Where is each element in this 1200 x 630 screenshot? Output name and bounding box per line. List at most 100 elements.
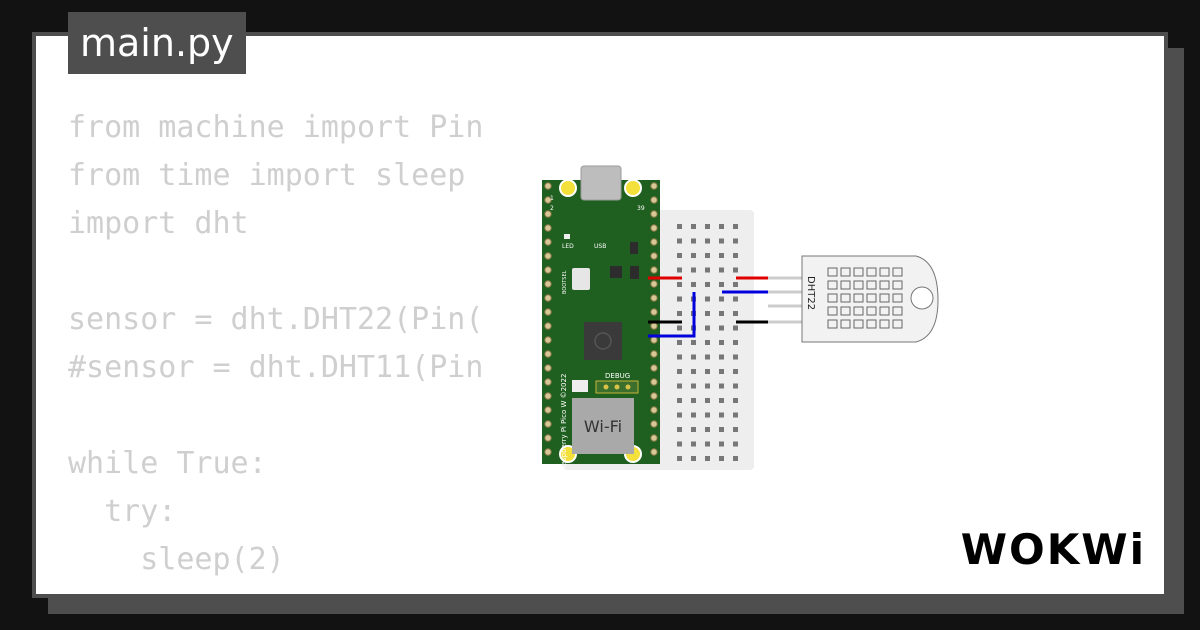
breadboard-hole [719,427,724,432]
pico-pin [544,210,552,218]
grille-slot [827,319,838,329]
breadboard-hole [733,354,738,360]
pico-pin [544,238,552,246]
grille-slot [866,267,877,277]
code-line [68,392,483,440]
breadboard-hole [677,383,682,389]
pico-pin [544,252,552,260]
grille-slot [840,267,851,277]
grille-slot [892,293,903,303]
debug-label: DEBUG [605,372,630,380]
breadboard-hole [733,325,738,331]
breadboard-hole [705,412,710,418]
wifi-module [572,398,634,454]
pico-pin [544,406,552,414]
breadboard-hole [719,311,724,316]
pico-pin [544,336,552,344]
breadboard-hole [733,340,738,345]
sensor-grille [827,267,903,329]
mount-hole [559,179,577,197]
breadboard-hole [733,398,738,403]
breadboard-hole [705,340,710,345]
led [564,234,570,239]
breadboard-hole [691,267,696,273]
breadboard-hole [719,224,724,229]
breadboard-hole [677,441,682,447]
bootsel-button[interactable] [572,268,590,290]
breadboard-hole [705,441,710,447]
smd-component [610,266,622,278]
breadboard-hole [677,267,682,273]
breadboard-hole [719,282,724,287]
code-line: import dht [68,206,249,241]
breadboard-hole [705,253,710,258]
debug-pin [614,384,620,390]
breadboard-hole [719,354,724,360]
breadboard-hole [677,296,682,302]
breadboard-hole [733,311,738,316]
usb-label: USB [594,243,606,250]
breadboard-hole [733,282,738,287]
breadboard-hole [719,238,724,244]
breadboard-hole [677,282,682,287]
pico-pin [650,252,658,260]
breadboard-hole [733,369,738,374]
breadboard-hole [677,340,682,345]
pico-pin [650,210,658,218]
pico-pin [544,308,552,316]
pico-pin [650,378,658,386]
breadboard-hole [719,325,724,331]
breadboard-hole [719,340,724,345]
pin-1-label: 1 [550,195,554,202]
code-line: while True: [68,446,267,481]
code-line: sleep(2) [68,542,285,577]
pico-pin [544,434,552,442]
breadboard-hole [719,383,724,389]
breadboard-hole [691,412,696,418]
pico-pin [544,266,552,274]
breadboard-hole [677,456,682,461]
grille-slot [879,293,890,303]
debug-pin [603,384,609,390]
wifi-label: Wi-Fi [584,417,622,436]
grille-slot [866,319,877,329]
breadboard-hole [691,398,696,403]
breadboard-hole [733,383,738,389]
breadboard-hole [691,456,696,461]
breadboard-hole [677,253,682,258]
breadboard-hole [677,311,682,316]
pico-pin [650,420,658,428]
wokwi-logo: WOKWi [960,525,1146,574]
grille-slot [840,293,851,303]
pico-pin [544,182,552,190]
grille-slot [866,280,877,290]
rp2040-chip [584,322,622,360]
sensor-label: DHT22 [805,276,816,310]
breadboard-hole [691,427,696,432]
grille-slot [827,267,838,277]
breadboard-hole [733,267,738,273]
smd-component [630,266,639,279]
pico-pin [650,224,658,232]
breadboard-hole [677,369,682,374]
breadboard-hole [705,383,710,389]
pico-pin [544,392,552,400]
breadboard-hole [719,412,724,418]
grille-slot [879,267,890,277]
grille-slot [853,319,864,329]
pico-pin [544,420,552,428]
grille-slot [840,306,851,316]
breadboard-hole [719,267,724,273]
pico-pin [650,448,658,456]
pico-pin [650,322,658,330]
wire-data[interactable] [648,292,696,338]
breadboard-hole [677,398,682,403]
file-tab[interactable]: main.py [68,12,246,74]
breadboard-hole [733,412,738,418]
breadboard-hole [691,369,696,374]
sensor-mount-hole [910,286,934,310]
grille-slot [827,306,838,316]
pin-2-label: 2 [550,205,554,212]
breadboard-hole [733,224,738,229]
breadboard-hole [677,354,682,360]
